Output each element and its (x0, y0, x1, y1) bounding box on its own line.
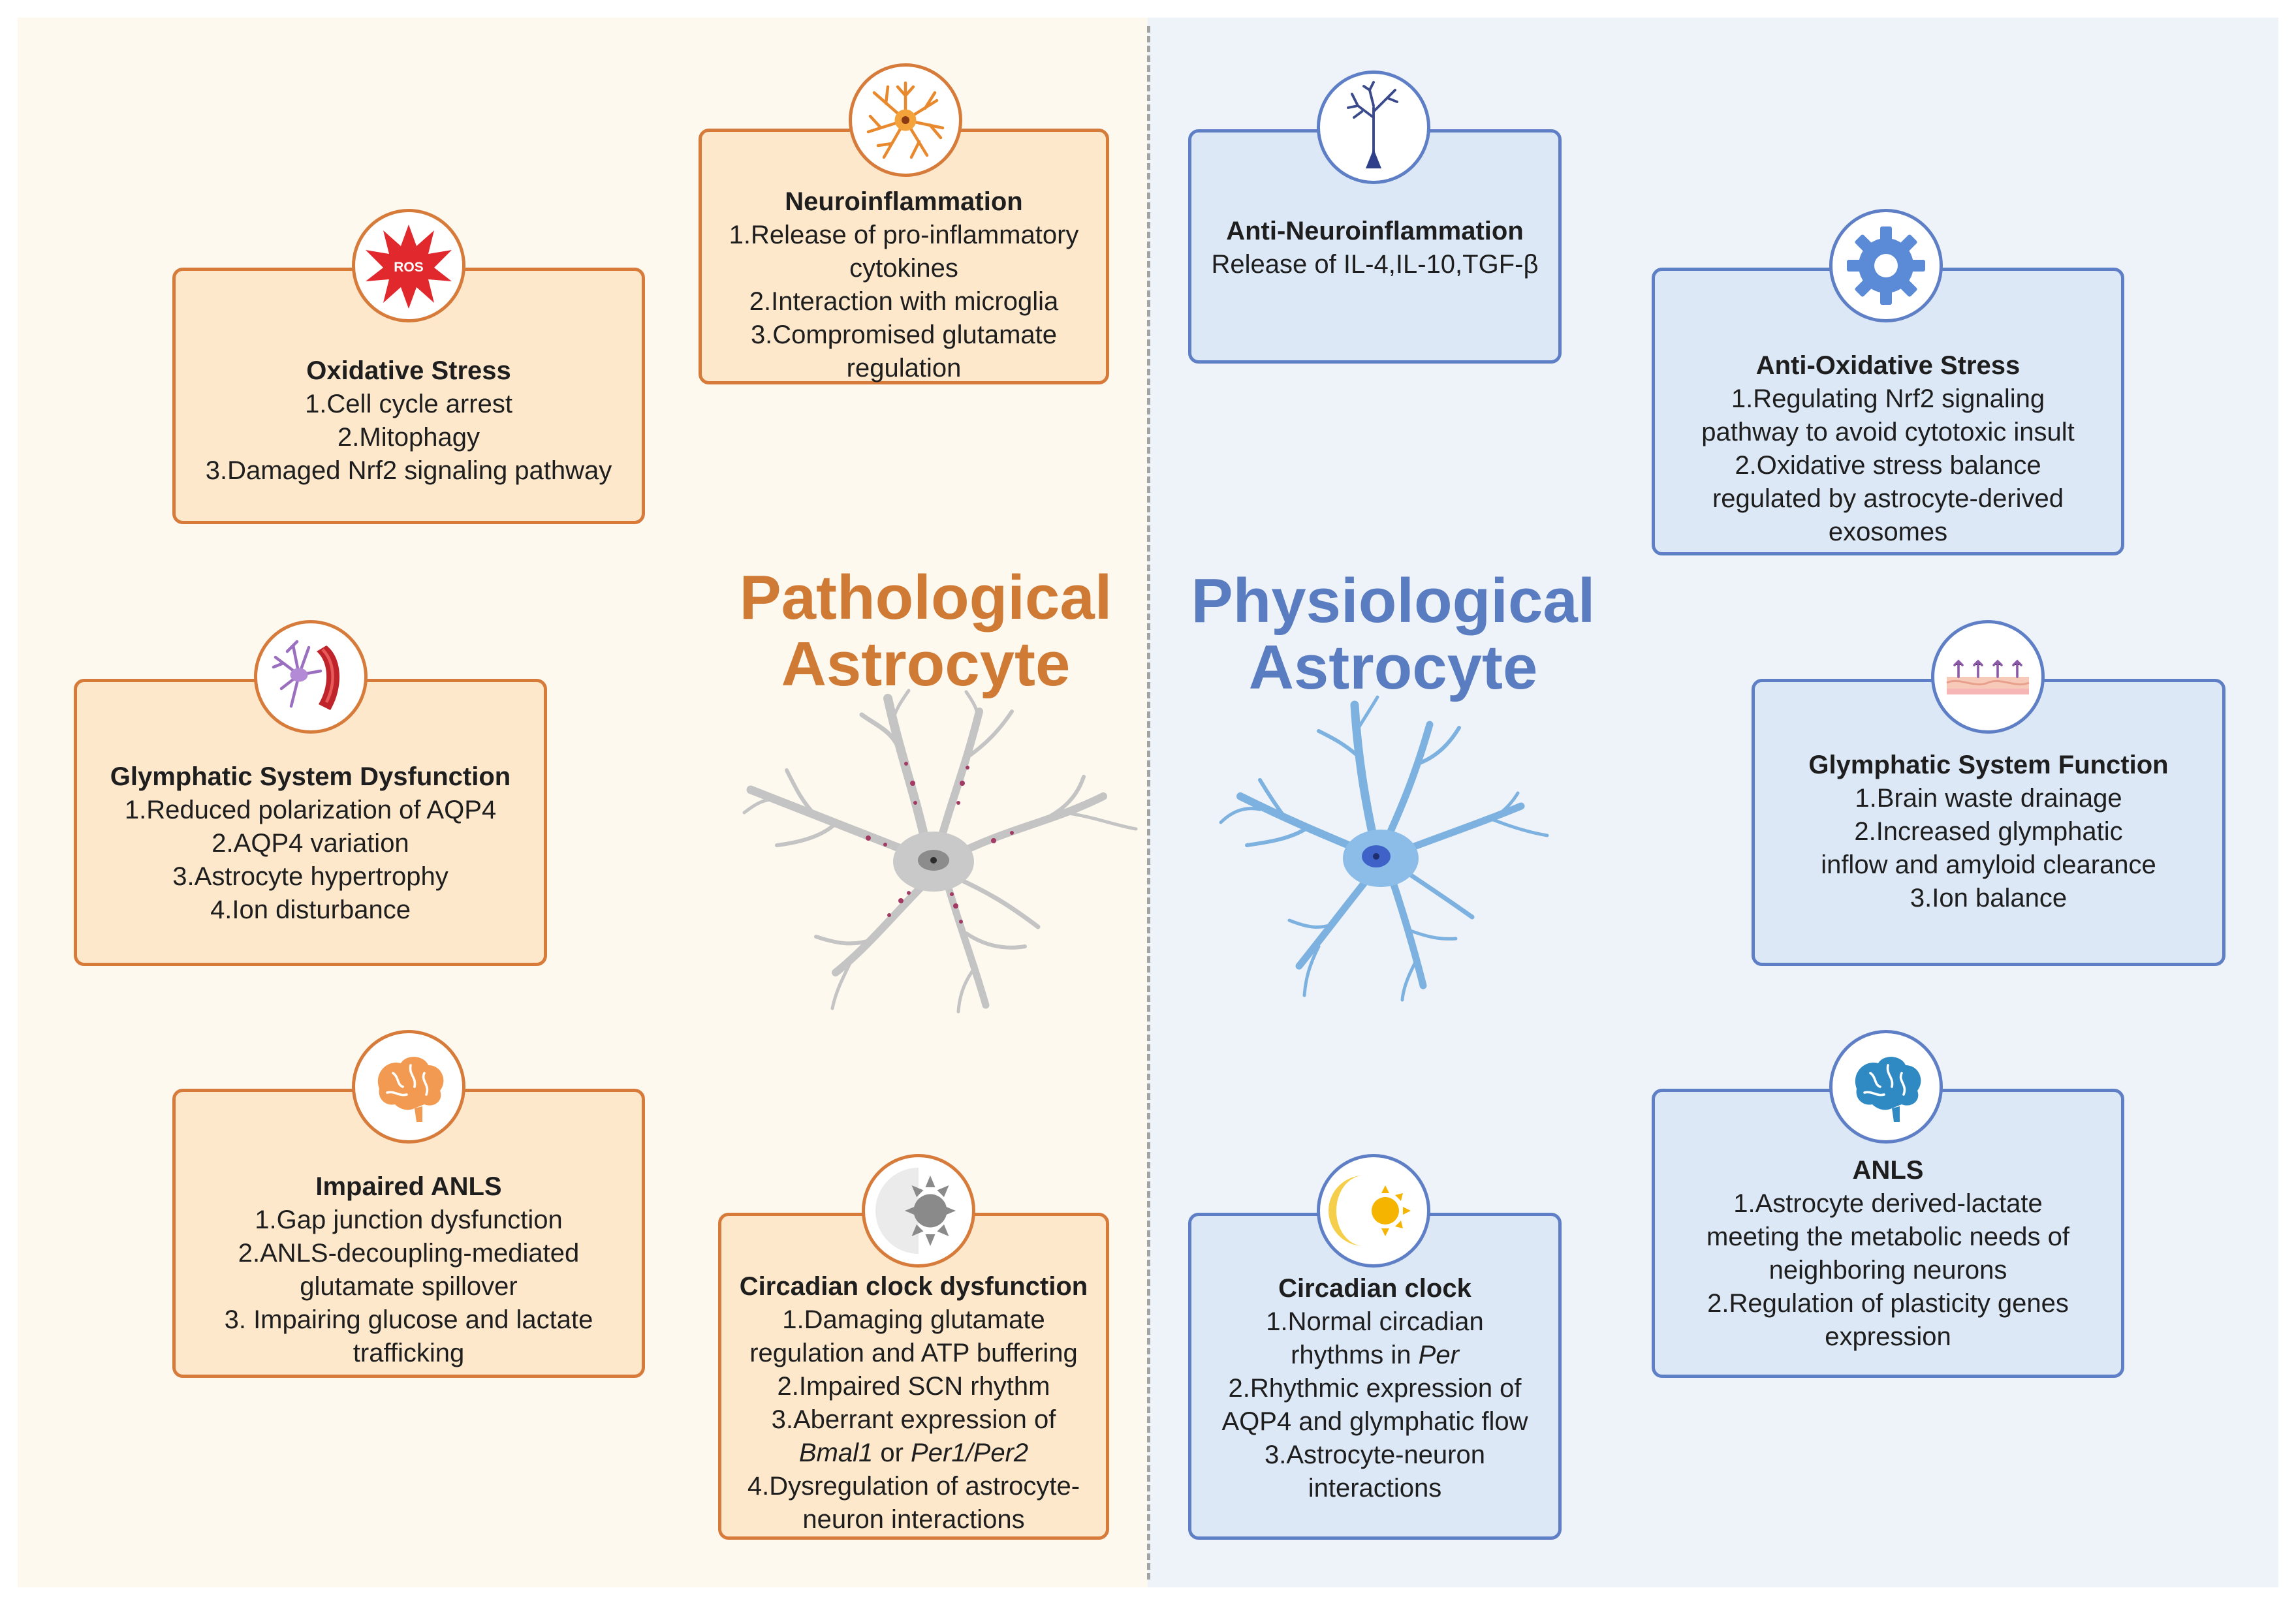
card-title: Glymphatic System Dysfunction (110, 762, 511, 791)
card-item: 1.Brain waste drainage (1855, 784, 2122, 813)
card-item: regulated by astrocyte-derived (1712, 484, 2064, 513)
card-item: Release of IL-4,IL-10,TGF-β (1211, 250, 1539, 279)
microglia-icon (849, 63, 962, 177)
card-item: 2.Oxidative stress balance (1735, 451, 2041, 480)
card-title: Impaired ANLS (315, 1172, 502, 1201)
rhythms-text: rhythms in (1291, 1341, 1419, 1369)
brain-blue-icon (1829, 1030, 1943, 1144)
moon-sun-icon (1317, 1154, 1430, 1268)
card-neuroinflammation: Neuroinflammation 1.Release of pro-infla… (699, 129, 1109, 384)
title-line: Astrocyte (1248, 632, 1538, 702)
card-item: inflow and amyloid clearance (1821, 850, 2156, 879)
day-night-icon (862, 1154, 975, 1268)
card-title: Circadian clock dysfunction (739, 1272, 1088, 1301)
card-item: expression (1825, 1322, 1951, 1351)
card-item: 2.Interaction with microglia (749, 287, 1059, 316)
gene-per: Per (1418, 1341, 1459, 1369)
card-item: 4.Ion disturbance (210, 896, 411, 924)
card-item: trafficking (353, 1339, 465, 1367)
card-item: 1.Normal circadian (1266, 1307, 1484, 1336)
card-item: 3.Astrocyte-neuron (1265, 1441, 1485, 1469)
card-item: 2.AQP4 variation (212, 829, 409, 858)
card-title: Anti-Oxidative Stress (1755, 351, 2021, 380)
physiological-astrocyte-illustration (1214, 692, 1554, 1005)
card-item: regulation and ATP buffering (749, 1339, 1078, 1367)
card-item: 3.Ion balance (1910, 884, 2068, 912)
card-item: regulation (846, 354, 962, 382)
card-title: Anti-Neuroinflammation (1226, 217, 1524, 245)
card-item: 2.ANLS-decoupling-mediated (238, 1239, 580, 1268)
card-item: 3.Aberrant expression of (771, 1405, 1056, 1434)
card-item: 1.Astrocyte derived-lactate (1733, 1189, 2043, 1218)
card-item-genes: Bmal1 or Per1/Per2 (799, 1437, 1028, 1470)
card-item: pathway to avoid cytotoxic insult (1701, 418, 2075, 446)
gear-icon (1829, 209, 1943, 322)
card-item: 3.Damaged Nrf2 signaling pathway (205, 456, 612, 485)
card-item: 3.Compromised glutamate (750, 320, 1058, 349)
card-title: ANLS (1852, 1156, 1924, 1185)
astrocyte-vessel-icon (254, 620, 368, 734)
card-title: Oxidative Stress (306, 356, 511, 385)
title-line: Physiological (1191, 566, 1596, 636)
card-item: 2.Rhythmic expression of (1228, 1374, 1522, 1403)
vessel-wall-icon (1931, 620, 2045, 734)
divider-line (1147, 26, 1150, 1580)
gene-per1-per2: Per1/Per2 (911, 1439, 1029, 1467)
gene-bmal1: Bmal1 (798, 1439, 873, 1467)
card-item-per: rhythms in Per (1291, 1339, 1459, 1372)
ros-label: ROS (394, 260, 424, 275)
card-oxidative-stress: Oxidative Stress 1.Cell cycle arrest 2.M… (172, 268, 645, 524)
card-item: interactions (1308, 1474, 1442, 1503)
card-circadian-dysfunction: Circadian clock dysfunction 1.Damaging g… (718, 1213, 1109, 1540)
neuron-icon (1317, 70, 1430, 184)
card-item: glutamate spillover (300, 1272, 518, 1301)
card-item: AQP4 and glymphatic flow (1221, 1407, 1528, 1436)
gene-conjunction: or (873, 1439, 911, 1467)
card-item: 2.Mitophagy (338, 423, 480, 452)
card-item: 2.Increased glymphatic (1854, 817, 2123, 846)
card-item: 1.Gap junction dysfunction (255, 1206, 563, 1234)
card-item: 4.Dysregulation of astrocyte- (747, 1472, 1080, 1501)
card-item: 3.Astrocyte hypertrophy (172, 862, 448, 891)
card-item: 1.Regulating Nrf2 signaling (1731, 384, 2045, 413)
card-item: 2.Regulation of plasticity genes (1707, 1289, 2069, 1318)
card-item: 1.Damaging glutamate (782, 1305, 1045, 1334)
card-item: 3. Impairing glucose and lactate (224, 1305, 593, 1334)
card-title: Neuroinflammation (785, 187, 1023, 216)
ros-burst-icon: ROS (352, 209, 465, 322)
card-item: 2.Impaired SCN rhythm (777, 1372, 1050, 1401)
card-title: Glymphatic System Function (1808, 751, 2169, 779)
card-item: 1.Release of pro-inflammatory (729, 221, 1079, 249)
physiological-title: Physiological Astrocyte (1165, 568, 1622, 701)
title-line: Astrocyte (781, 629, 1071, 699)
title-line: Pathological (739, 563, 1112, 632)
card-item: meeting the metabolic needs of (1706, 1223, 2069, 1251)
brain-orange-icon (352, 1030, 465, 1144)
card-item: cytokines (849, 254, 958, 283)
card-item: exosomes (1828, 518, 1948, 546)
card-item: 1.Reduced polarization of AQP4 (124, 796, 497, 824)
card-title: Circadian clock (1278, 1274, 1471, 1303)
pathological-astrocyte-illustration (738, 685, 1142, 1018)
card-item: neuron interactions (802, 1505, 1025, 1534)
pathological-title: Pathological Astrocyte (697, 565, 1154, 698)
card-item: neighboring neurons (1769, 1256, 2007, 1285)
card-item: 1.Cell cycle arrest (305, 390, 512, 418)
